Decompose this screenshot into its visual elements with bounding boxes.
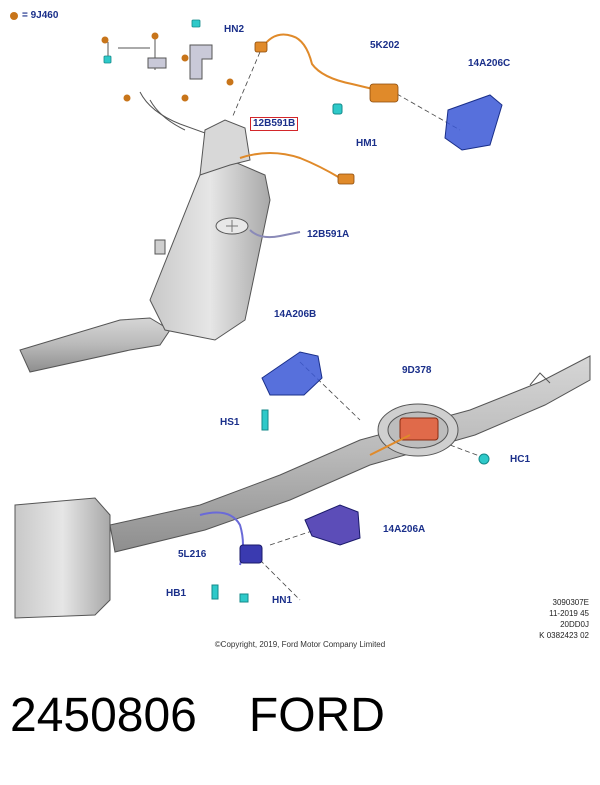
callout-hn2: HN2 (224, 24, 245, 35)
reference-code: K 0382423 02 (539, 631, 589, 640)
particulate-filter-assembly (19, 119, 271, 373)
exhaust-system-diagram (14, 19, 591, 619)
callout-9d378: 9D378 (402, 365, 432, 376)
copyright-notice: ©Copyright, 2019, Ford Motor Company Lim… (214, 640, 386, 649)
orange-bolt-markers (101, 32, 234, 102)
reference-code: 3090307E (552, 598, 589, 607)
lower-exhaust-pipe (14, 355, 591, 619)
egt-sensor-harness (239, 33, 378, 179)
callout-hn1: HN1 (272, 595, 293, 606)
callout-hm1: HM1 (356, 138, 378, 149)
cyan-clip-upper (103, 19, 201, 64)
legend-text: = 9J460 (22, 10, 59, 21)
callout-hs1: HS1 (220, 417, 240, 428)
callout-hb1: HB1 (166, 588, 187, 599)
callout-5l216: 5L216 (178, 549, 207, 560)
callout-14a206b: 14A206B (274, 309, 317, 320)
brand-name: FORD (248, 689, 385, 742)
sensor-9d378-wire (369, 434, 411, 456)
bracket-14a206c (444, 94, 503, 151)
bolt-marker-icon (10, 11, 18, 20)
legend: = 9J460 (10, 10, 58, 21)
footer-caption: 2450806 FORD (10, 688, 385, 743)
callout-14a206c: 14A206C (468, 58, 511, 69)
callout-12b591a: 12B591A (307, 229, 350, 240)
pressure-tube (249, 229, 301, 239)
callout-14a206a: 14A206A (383, 524, 426, 535)
clip-hm1 (332, 103, 343, 115)
nut-hc1 (478, 453, 490, 465)
part-number: 2450806 (10, 689, 197, 742)
bracket-14a206b (261, 351, 323, 396)
nut-hn1 (239, 593, 249, 603)
upper-mounting-brackets (107, 38, 231, 143)
callout-5k202: 5K202 (370, 40, 400, 51)
callout-hc1: HC1 (510, 454, 531, 465)
reference-code: 11-2019 45 (549, 609, 589, 618)
bolt-hb1 (211, 584, 219, 600)
sensor-connectors (254, 41, 399, 185)
reference-codes: 3090307E 11-2019 45 20DD0J K 0382423 02 (499, 597, 589, 641)
callout-12b591b: 12B591B (250, 117, 299, 131)
bolt-hs1 (261, 409, 269, 431)
reference-code: 20DD0J (560, 620, 589, 629)
bracket-14a206a (304, 504, 361, 546)
sensor-5l216 (239, 544, 263, 564)
